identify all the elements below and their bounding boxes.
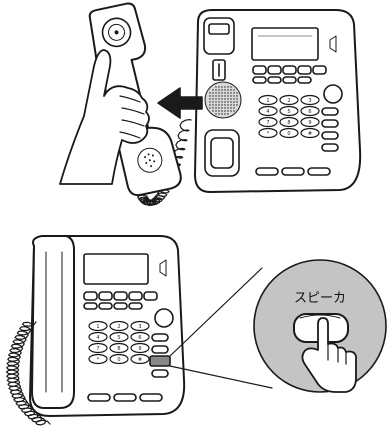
keypad-key: 3 bbox=[131, 322, 149, 331]
svg-text:7: 7 bbox=[96, 346, 99, 352]
keypad-key: 1 bbox=[89, 322, 107, 331]
keypad-key: 4 bbox=[89, 333, 107, 342]
keypad-key: 0 bbox=[280, 129, 298, 138]
svg-text:9: 9 bbox=[138, 346, 141, 352]
keypad-key: * bbox=[89, 355, 107, 364]
svg-text:6: 6 bbox=[308, 109, 311, 115]
phone-base-bottom: 1 2 3 4 5 6 7 8 9 * 0 # bbox=[30, 236, 184, 416]
round-button-top bbox=[324, 85, 342, 103]
svg-text:9: 9 bbox=[308, 120, 311, 126]
keypad-key: 5 bbox=[110, 333, 128, 342]
keypad-key: 2 bbox=[110, 322, 128, 331]
keypad-key: 8 bbox=[280, 118, 298, 127]
svg-text:2: 2 bbox=[287, 98, 290, 104]
speaker-grille-top bbox=[205, 82, 241, 118]
keypad-key: 5 bbox=[280, 107, 298, 116]
svg-text:5: 5 bbox=[287, 109, 290, 115]
speaker-callout: スピーカ bbox=[254, 260, 386, 392]
svg-text:4: 4 bbox=[266, 109, 269, 115]
phone-base-top: 1 2 3 4 5 6 7 8 9 * 0 # bbox=[195, 10, 360, 192]
svg-text:1: 1 bbox=[266, 98, 269, 104]
display-top bbox=[252, 28, 318, 60]
keypad-key: * bbox=[259, 129, 277, 138]
keypad-key: 9 bbox=[301, 118, 319, 127]
round-button-bottom bbox=[155, 309, 173, 327]
keypad-key: 4 bbox=[259, 107, 277, 116]
svg-text:#: # bbox=[138, 357, 142, 363]
svg-text:1: 1 bbox=[96, 324, 99, 330]
keypad-key: 1 bbox=[259, 96, 277, 105]
svg-text:0: 0 bbox=[287, 131, 290, 137]
svg-text:#: # bbox=[308, 131, 312, 137]
svg-text:8: 8 bbox=[117, 346, 120, 352]
keypad-key: 0 bbox=[110, 355, 128, 364]
svg-text:8: 8 bbox=[287, 120, 290, 126]
keypad-key: 2 bbox=[280, 96, 298, 105]
svg-text:2: 2 bbox=[117, 324, 120, 330]
keypad-key: # bbox=[131, 355, 149, 364]
keypad-key: 3 bbox=[301, 96, 319, 105]
svg-text:3: 3 bbox=[138, 324, 141, 330]
svg-text:6: 6 bbox=[138, 335, 141, 341]
handset-bottom bbox=[32, 236, 74, 408]
keypad-key: 9 bbox=[131, 344, 149, 353]
display-bottom bbox=[84, 254, 148, 284]
keypad-key: 7 bbox=[259, 118, 277, 127]
keypad-key: 8 bbox=[110, 344, 128, 353]
keypad-key: 6 bbox=[131, 333, 149, 342]
svg-text:5: 5 bbox=[117, 335, 120, 341]
svg-text:4: 4 bbox=[96, 335, 99, 341]
svg-text:7: 7 bbox=[266, 120, 269, 126]
speaker-button-small bbox=[150, 356, 170, 366]
svg-text:0: 0 bbox=[117, 357, 120, 363]
keypad-key: 7 bbox=[89, 344, 107, 353]
speaker-label: スピーカ bbox=[294, 291, 346, 306]
svg-text:3: 3 bbox=[308, 98, 311, 104]
keypad-key: 6 bbox=[301, 107, 319, 116]
keypad-key: # bbox=[301, 129, 319, 138]
